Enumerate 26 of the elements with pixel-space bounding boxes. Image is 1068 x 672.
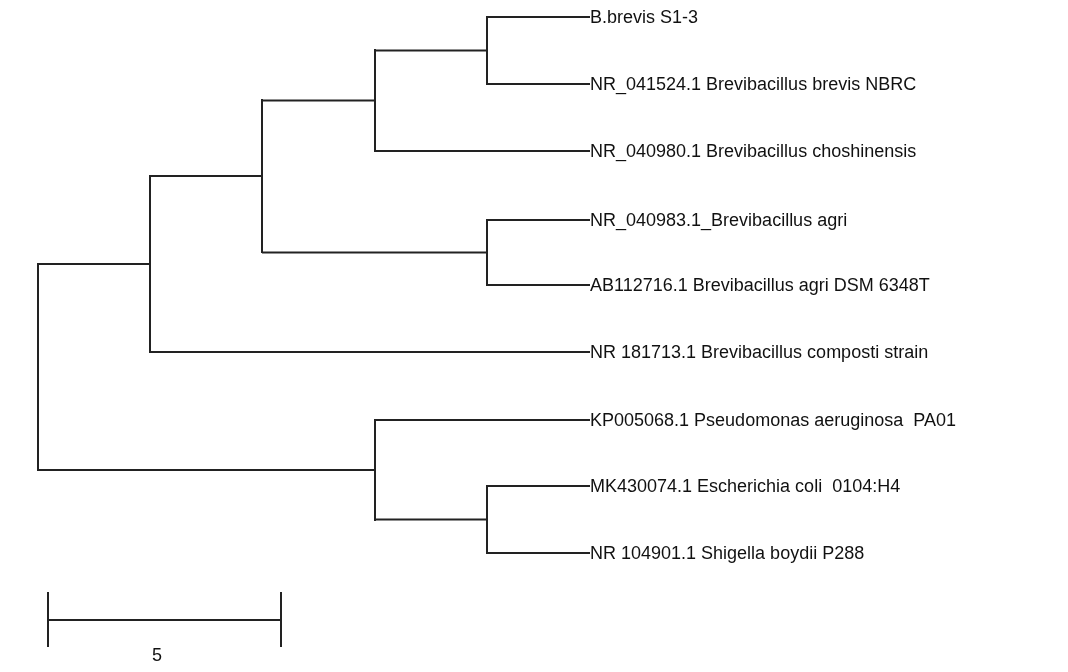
branch-line [261,251,487,254]
taxon-label: B.brevis S1-3 [590,6,699,28]
branch-line [37,263,150,265]
branch-line [261,99,375,102]
branch-line [486,552,591,554]
taxon-label: AB112716.1 Brevibacillus agri DSM 6348T [590,274,930,296]
scale-value: 5 [152,644,162,666]
branch-line [374,518,487,521]
branch-line [149,351,591,353]
taxon-label: NR_041524.1 Brevibacillus brevis NBRC [590,73,917,95]
branch-line [486,485,591,487]
taxon-label: NR_040983.1_Brevibacillus agri [590,209,848,231]
branch-line [486,16,591,18]
branch-line [486,83,591,85]
branch-line [374,150,591,152]
branch-line [486,219,591,221]
branch-line [37,469,375,471]
taxon-label: NR 104901.1 Shigella boydii P288 [590,542,865,564]
taxon-label: NR_040980.1 Brevibacillus choshinensis [590,140,917,162]
branch-line [149,175,262,177]
taxon-label: NR 181713.1 Brevibacillus composti strain [590,341,929,363]
branch-line [374,419,591,421]
taxon-label: KP005068.1 Pseudomonas aeruginosa PA01 [590,409,956,431]
branch-line [486,284,591,286]
taxon-label: MK430074.1 Escherichia coli 0104:H4 [590,475,901,497]
branch-line [374,49,487,52]
